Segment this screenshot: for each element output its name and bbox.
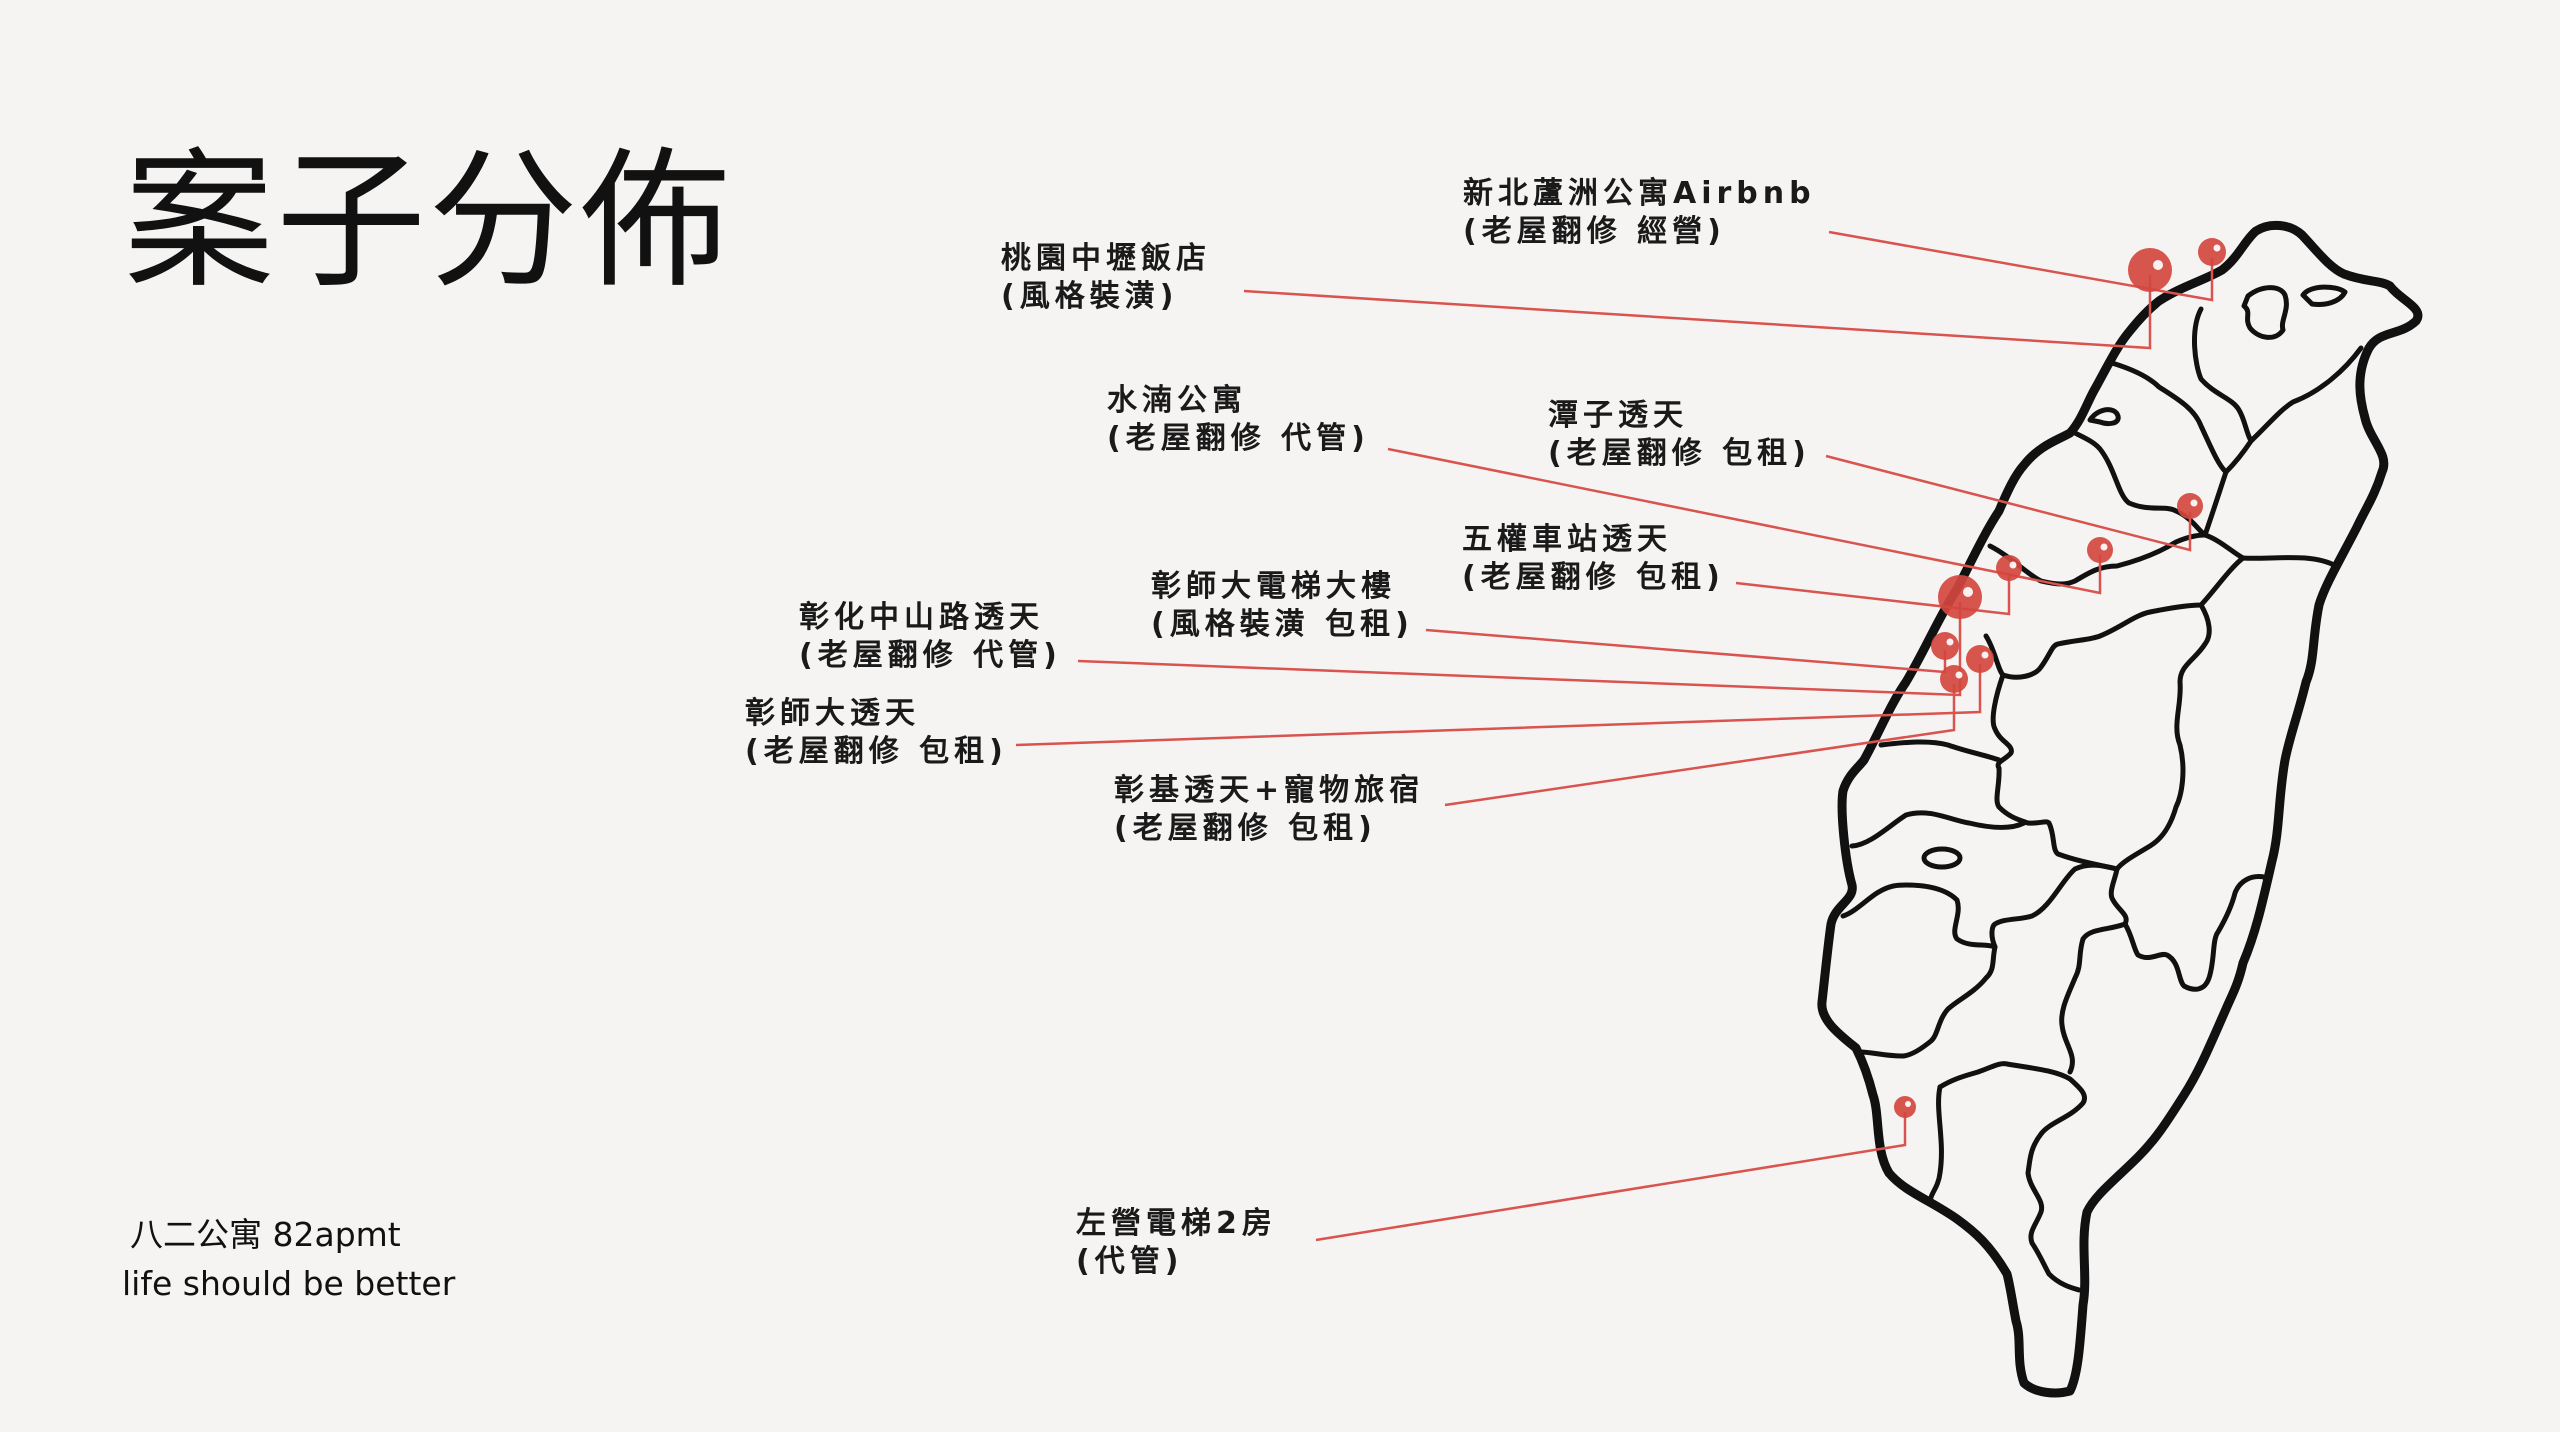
lake bbox=[2241, 285, 2289, 340]
project-name: 五權車站透天 bbox=[1462, 522, 1672, 557]
leader-line bbox=[1243, 275, 2152, 350]
pin-marker bbox=[2198, 238, 2226, 266]
leader-line bbox=[1825, 454, 2192, 552]
project-detail: (老屋翻修 代管) bbox=[799, 638, 1062, 673]
project-detail: (老屋翻修 包租) bbox=[1114, 811, 1377, 846]
project-detail: (風格裝潢 包租) bbox=[1151, 607, 1414, 642]
taiwan-outline bbox=[1817, 220, 2423, 1398]
project-name: 左營電梯2房 bbox=[1076, 1206, 1277, 1241]
slogan: life should be better bbox=[122, 1264, 456, 1303]
pin-marker bbox=[2177, 493, 2203, 519]
leader-line bbox=[1735, 573, 2011, 616]
leader-lines bbox=[1015, 230, 2214, 1242]
project-name: 彰師大電梯大樓 bbox=[1151, 569, 1396, 604]
footer: 八二公寓 82apmt life should be better bbox=[122, 1210, 455, 1308]
pin-marker bbox=[1894, 1096, 1916, 1118]
leader-line bbox=[1387, 447, 2102, 595]
project-label-ncue-house: 彰師大透天 (老屋翻修 包租) bbox=[745, 695, 1008, 771]
project-label-changji: 彰基透天+寵物旅宿 (老屋翻修 包租) bbox=[1114, 772, 1424, 848]
pin-marker bbox=[1938, 575, 1982, 619]
pin-marker bbox=[2128, 248, 2172, 292]
project-detail: (風格裝潢) bbox=[1001, 279, 1179, 314]
brand-name: 八二公寓 82apmt bbox=[130, 1215, 401, 1254]
project-label-zhongshan: 彰化中山路透天 (老屋翻修 代管) bbox=[799, 599, 1062, 675]
lake bbox=[2300, 284, 2348, 307]
project-label-luzhou: 新北蘆洲公寓Airbnb (老屋翻修 經營) bbox=[1463, 175, 1816, 251]
project-name: 水湳公寓 bbox=[1107, 383, 1247, 418]
leader-line bbox=[1077, 602, 1962, 697]
leader-line bbox=[1444, 684, 1956, 807]
project-name: 彰化中山路透天 bbox=[799, 600, 1044, 635]
project-name: 潭子透天 bbox=[1548, 398, 1688, 433]
project-name: 新北蘆洲公寓Airbnb bbox=[1463, 176, 1816, 211]
pin-marker bbox=[1931, 632, 1959, 660]
pin-marker bbox=[1940, 665, 1968, 693]
project-detail: (代管) bbox=[1076, 1244, 1184, 1279]
county-borders bbox=[1840, 284, 2364, 1293]
project-detail: (老屋翻修 包租) bbox=[745, 734, 1008, 769]
leader-line bbox=[1315, 1112, 1907, 1242]
project-detail: (老屋翻修 經營) bbox=[1463, 214, 1726, 249]
pin-marker bbox=[2087, 537, 2113, 563]
pin-marker bbox=[1966, 645, 1994, 673]
project-label-zhongli: 桃園中壢飯店 (風格裝潢) bbox=[1001, 240, 1211, 316]
leader-line bbox=[1828, 230, 2214, 302]
project-label-tanzi: 潭子透天 (老屋翻修 包租) bbox=[1548, 397, 1811, 473]
project-name: 桃園中壢飯店 bbox=[1001, 241, 1211, 276]
project-label-wuquan: 五權車站透天 (老屋翻修 包租) bbox=[1462, 521, 1725, 597]
project-detail: (老屋翻修 包租) bbox=[1462, 560, 1725, 595]
project-detail: (老屋翻修 包租) bbox=[1548, 436, 1811, 471]
project-label-ncue-elevator: 彰師大電梯大樓 (風格裝潢 包租) bbox=[1151, 568, 1414, 644]
pins bbox=[1894, 238, 2226, 1118]
project-label-zuoying: 左營電梯2房 (代管) bbox=[1076, 1205, 1277, 1281]
project-label-shuinan: 水湳公寓 (老屋翻修 代管) bbox=[1107, 382, 1370, 458]
project-name: 彰基透天+寵物旅宿 bbox=[1114, 773, 1425, 808]
page-title: 案子分佈 bbox=[124, 135, 733, 309]
project-name: 彰師大透天 bbox=[745, 696, 920, 731]
lake bbox=[1921, 846, 1963, 870]
leader-line bbox=[1425, 628, 1947, 674]
project-detail: (老屋翻修 代管) bbox=[1107, 421, 1370, 456]
lake bbox=[2087, 407, 2121, 427]
leader-line bbox=[1015, 664, 1982, 747]
pin-marker bbox=[1996, 555, 2022, 581]
